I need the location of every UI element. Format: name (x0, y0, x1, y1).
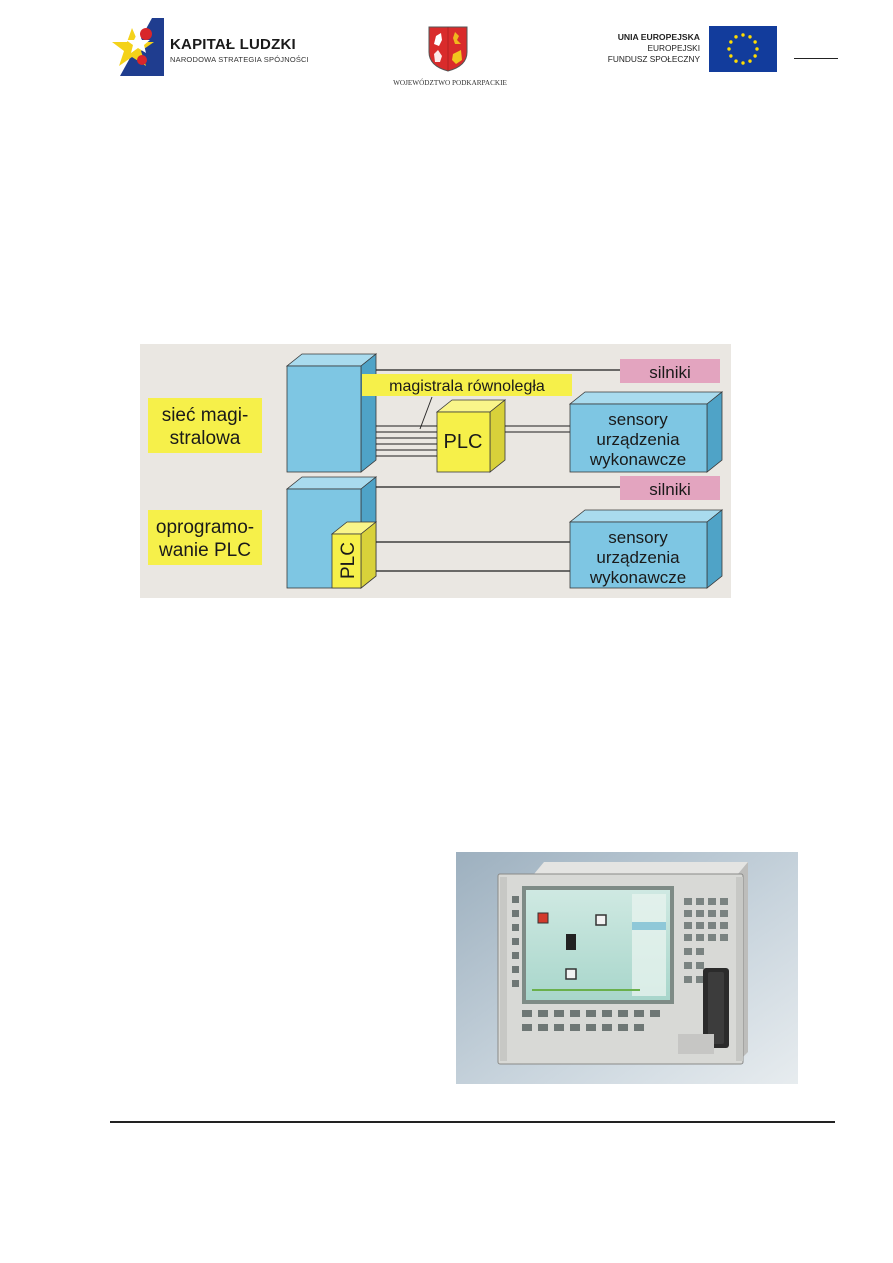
eu-star-icon (734, 59, 738, 63)
eu-star-icon (734, 35, 738, 39)
footer-rule (110, 1121, 835, 1123)
eu-star-icon (753, 40, 757, 44)
plc-center-front (436, 411, 491, 473)
eu-line-2: EUROPEJSKI (647, 43, 700, 53)
bus-label-box (362, 374, 572, 396)
eu-text-block: UNIA EUROPEJSKA EUROPEJSKI FUNDUSZ SPOŁE… (596, 32, 700, 65)
sensors-bottom-line1: sensory (608, 528, 668, 547)
sensors-bottom-line2: urządzenia (596, 548, 680, 567)
eu-star-icon (748, 35, 752, 39)
label-box-oprogramowanie (148, 510, 262, 565)
plc-center-side-face (489, 399, 506, 473)
motors-top-box (620, 359, 720, 383)
sensors-top-top-face (568, 391, 724, 405)
eu-star-icon (748, 59, 752, 63)
network-block-front (286, 365, 362, 473)
operator-panel-photo (456, 852, 798, 1084)
coat-of-arms-icon (428, 26, 468, 72)
label-opr-line2: wanie PLC (158, 540, 251, 561)
sensors-top-line3: wykonawcze (589, 450, 686, 469)
eu-star-icon (727, 47, 731, 51)
left-side-keys (512, 896, 519, 987)
eu-line-1: UNIA EUROPEJSKA (617, 32, 700, 42)
sensors-top-front (569, 403, 708, 473)
panel-housing-top (534, 862, 748, 874)
label-siec-line2: stralowa (170, 428, 241, 449)
region-caption: WOJEWÓDZTWO PODKARPACKIE (393, 79, 507, 87)
eu-star-icon (753, 54, 757, 58)
label-box-siec (148, 398, 262, 453)
sensors-top-side-face (706, 391, 723, 473)
parallel-bus-lines (376, 425, 437, 457)
plc-vertical-label: PLC (338, 542, 359, 579)
sensors-bottom-top-face (568, 509, 724, 523)
kapital-ludzki-logo (112, 18, 312, 80)
motors-top-label: silniki (649, 363, 691, 382)
sensors-bottom-line3: wykonawcze (589, 568, 686, 587)
eu-star-icon (741, 61, 745, 65)
label-opr-line1: oprogramo- (156, 517, 254, 538)
plc-vertical-side-face (360, 521, 377, 589)
plc-vertical-front (331, 533, 362, 589)
kapital-ludzki-emblem-icon (112, 18, 164, 76)
eu-line-3: FUNDUSZ SPOŁECZNY (607, 54, 700, 64)
sensors-top-line1: sensory (608, 410, 668, 429)
eu-star-icon (729, 54, 733, 58)
kapital-ludzki-title: KAPITAŁ LUDZKI (170, 36, 296, 53)
label-siec-line1: sieć magi- (162, 405, 249, 426)
plc-center-label: PLC (444, 431, 483, 453)
numeric-keypad (684, 898, 728, 983)
sensors-bottom-front (569, 521, 708, 589)
motors-bottom-box (620, 476, 720, 500)
sensors-top-line2: urządzenia (596, 430, 680, 449)
eu-star-icon (741, 33, 745, 37)
plc-network-diagram: sieć magi- stralowa oprogramo- wanie PLC… (140, 344, 731, 598)
eu-star-icon (729, 40, 733, 44)
header-rule (794, 58, 838, 59)
bus-label: magistrala równoległa (389, 378, 545, 395)
eu-star-icon (755, 47, 759, 51)
motors-bottom-label: silniki (649, 480, 691, 499)
sensors-bottom-side-face (706, 509, 723, 589)
kapital-ludzki-subtitle: NARODOWA STRATEGIA SPÓJNOŚCI (170, 55, 309, 64)
bottom-function-keys (522, 1010, 660, 1031)
eu-flag-icon (709, 26, 777, 72)
network-block-side-face (360, 353, 377, 473)
